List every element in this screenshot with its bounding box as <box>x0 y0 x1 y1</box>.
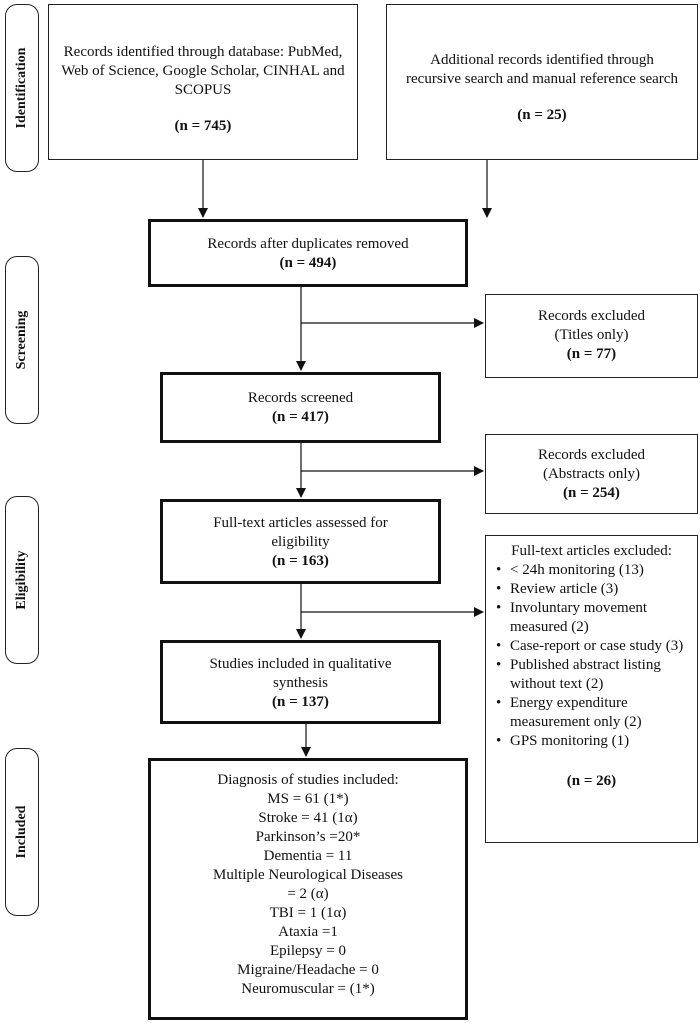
box-fulltext-excluded: Full-text articles excluded: < 24h monit… <box>485 535 698 843</box>
studies-included-text: Studies included in qualitative synthesi… <box>209 656 392 691</box>
exclusion-reason: GPS monitoring (1) <box>496 732 691 751</box>
fulltext-excluded-title: Full-text articles excluded: <box>511 543 672 559</box>
studies-included-count: (n = 137) <box>272 694 329 710</box>
diagnosis-line: Neuromuscular = (1*) <box>241 981 375 997</box>
additional-records-count: (n = 25) <box>517 107 567 123</box>
exclusion-reason: Involuntary movement measured (2) <box>496 599 691 637</box>
fulltext-excluded-reasons: < 24h monitoring (13) Review article (3)… <box>486 561 697 751</box>
additional-records-text: Additional records identified through re… <box>406 52 678 87</box>
exclusion-reason: Case-report or case study (3) <box>496 637 691 656</box>
fulltext-assessed-text: Full-text articles assessed for eligibil… <box>213 515 388 550</box>
exclusion-reason: Energy expenditure measurement only (2) <box>496 694 691 732</box>
box-records-after-duplicates: Records after duplicates removed (n = 49… <box>148 219 468 287</box>
box-records-identified-database: Records identified through database: Pub… <box>48 4 358 160</box>
records-after-duplicates-text: Records after duplicates removed <box>207 236 409 252</box>
box-records-excluded-titles: Records excluded (Titles only) (n = 77) <box>485 294 698 378</box>
phase-screening: Screening <box>5 256 39 424</box>
records-excluded-titles-line2: (Titles only) <box>554 327 629 343</box>
diagnosis-line: Stroke = 41 (1α) <box>258 810 358 826</box>
phase-included: Included <box>5 748 39 916</box>
diagnosis-line: Parkinson’s =20* <box>255 829 361 845</box>
records-identified-database-count: (n = 745) <box>174 118 232 134</box>
fulltext-excluded-count: (n = 26) <box>566 773 617 789</box>
diagnosis-line: Dementia = 11 <box>263 848 353 864</box>
records-after-duplicates-count: (n = 494) <box>279 255 337 271</box>
records-excluded-abstracts-count: (n = 254) <box>563 485 620 501</box>
records-excluded-abstracts-line1: Records excluded <box>537 447 646 463</box>
diagnosis-line: Multiple Neurological Diseases <box>213 867 403 883</box>
records-excluded-titles-line1: Records excluded <box>537 308 646 324</box>
exclusion-reason: Review article (3) <box>496 580 691 599</box>
exclusion-reason: < 24h monitoring (13) <box>496 561 691 580</box>
records-identified-database-text: Records identified through database: Pub… <box>61 44 345 98</box>
phase-eligibility: Eligibility <box>5 496 39 664</box>
box-additional-records: Additional records identified through re… <box>386 4 698 160</box>
records-screened-count: (n = 417) <box>272 409 329 425</box>
fulltext-assessed-count: (n = 163) <box>272 553 329 569</box>
box-diagnosis-of-studies: Diagnosis of studies included: MS = 61 (… <box>148 758 468 1020</box>
diagnosis-line: Ataxia =1 <box>278 924 338 940</box>
exclusion-reason: Published abstract listing without text … <box>496 656 691 694</box>
diagnosis-line: Migraine/Headache = 0 <box>237 962 379 978</box>
records-excluded-abstracts-line2: (Abstracts only) <box>542 466 641 482</box>
box-records-screened: Records screened (n = 417) <box>160 372 441 443</box>
records-excluded-titles-count: (n = 77) <box>566 346 617 362</box>
box-records-excluded-abstracts: Records excluded (Abstracts only) (n = 2… <box>485 434 698 514</box>
diagnosis-line: MS = 61 (1*) <box>267 791 349 807</box>
box-fulltext-assessed: Full-text articles assessed for eligibil… <box>160 499 441 584</box>
records-screened-text: Records screened <box>247 390 354 406</box>
diagnosis-line: Epilepsy = 0 <box>270 943 346 959</box>
diagnosis-line: = 2 (α) <box>287 886 329 902</box>
box-studies-included: Studies included in qualitative synthesi… <box>160 640 441 724</box>
phase-identification: Identification <box>5 4 39 172</box>
diagnosis-title: Diagnosis of studies included: <box>217 772 399 788</box>
diagnosis-line: TBI = 1 (1α) <box>269 905 347 921</box>
